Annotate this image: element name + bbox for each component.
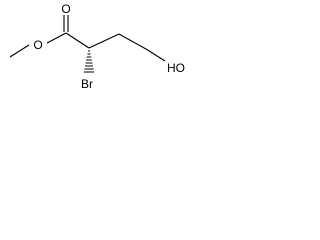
- bond-ch2-hydroxyl: [145, 48, 166, 62]
- bond-ch2-ch2: [118, 33, 147, 50]
- structure-diagram: O O Br HO: [9, 2, 185, 91]
- bond-oxygen-carbonyl: [46, 32, 67, 44]
- hydroxyl-label: HO: [167, 61, 185, 75]
- bond-methyl-oxygen: [9, 44, 30, 58]
- bond-alpha-ch2: [88, 33, 120, 49]
- bond-carbonyl-alpha: [65, 32, 90, 49]
- hashed-wedge-bond: [83, 50, 95, 73]
- bromine-label: Br: [81, 77, 93, 91]
- ester-oxygen-label: O: [33, 38, 42, 52]
- carbonyl-oxygen-label: O: [61, 2, 70, 16]
